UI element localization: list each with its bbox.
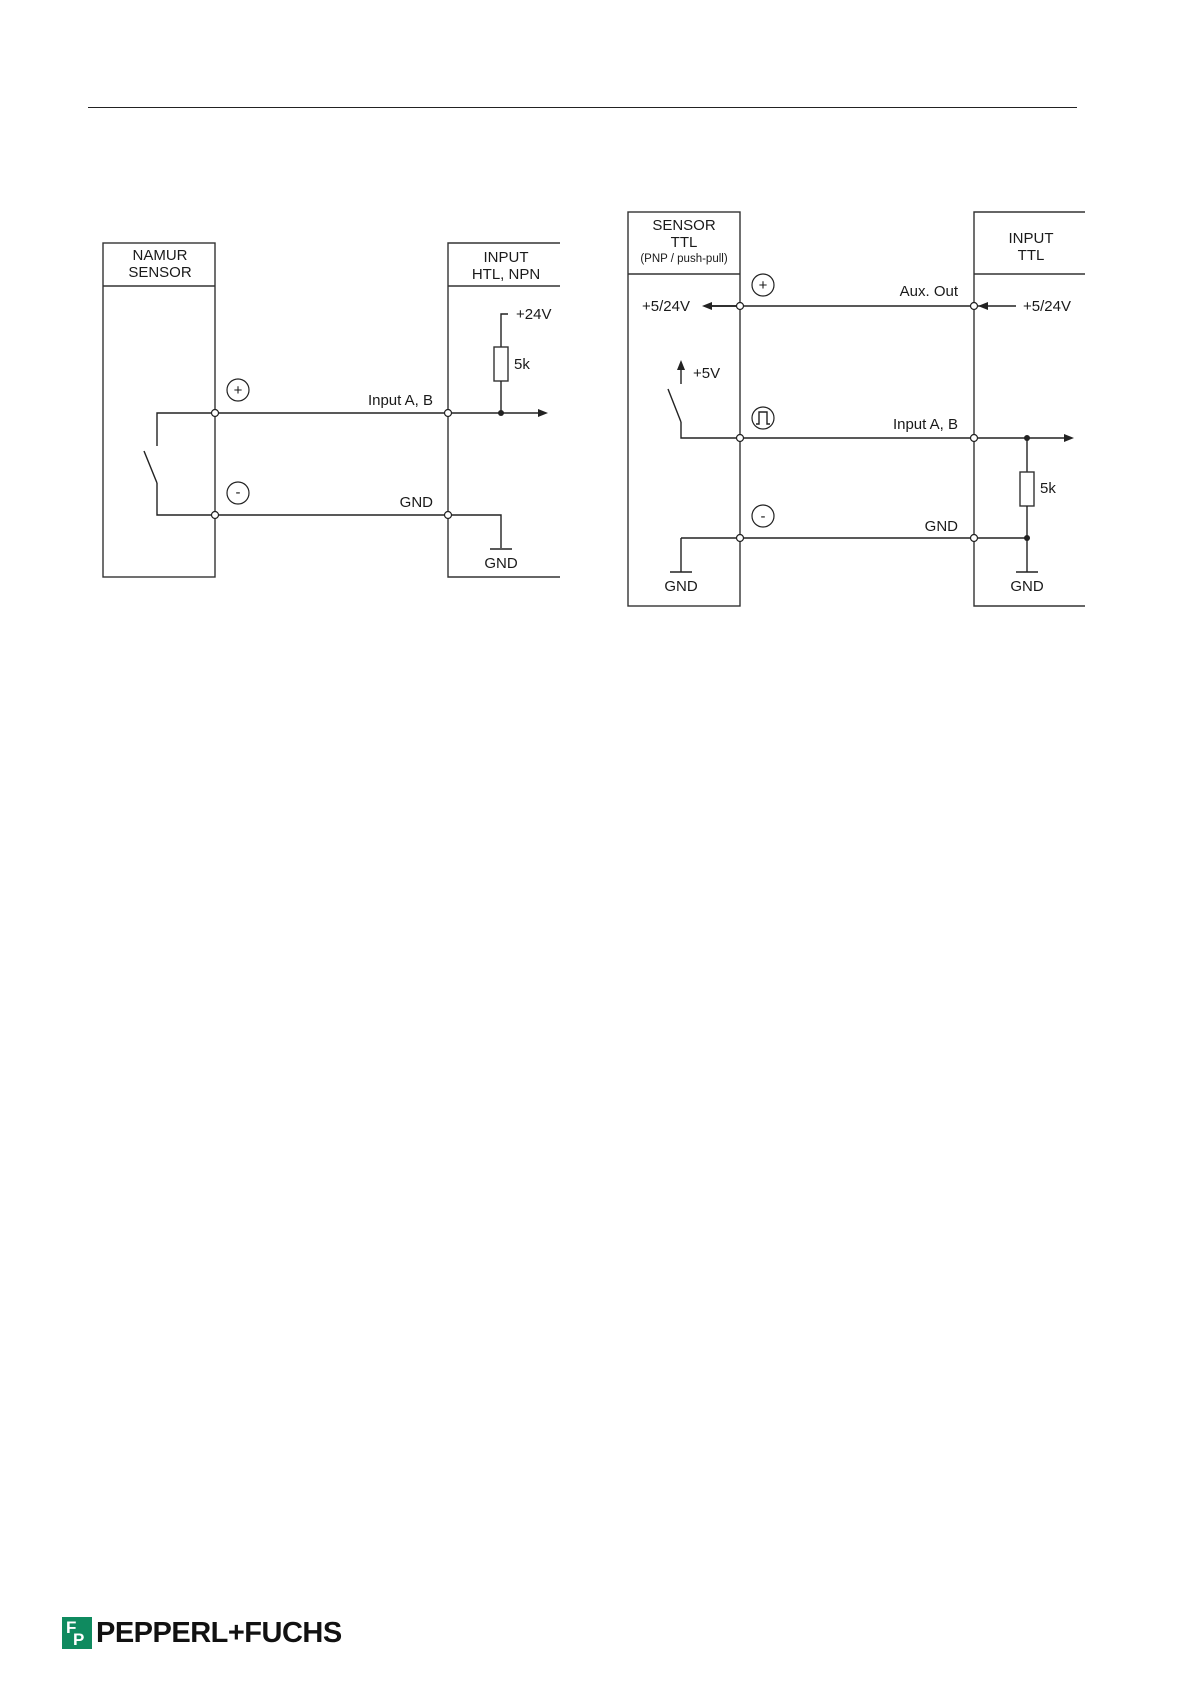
ttl-sensor-box	[628, 212, 740, 606]
ttl-input-box	[974, 212, 1085, 606]
ttl-sensor-title-2: TTL	[671, 234, 698, 251]
htl-input-box	[448, 243, 560, 577]
htl-input-title-2: HTL, NPN	[472, 266, 540, 283]
plus-symbol: +	[234, 382, 243, 399]
ttl-sensor-title-1: SENSOR	[652, 217, 716, 234]
resistor-label: 5k	[514, 356, 530, 373]
ttl-gnd-right-label: GND	[1010, 578, 1044, 595]
pulldown-resistor	[1020, 472, 1034, 506]
brand-name: PEPPERL+FUCHS	[96, 1617, 342, 1650]
namur-sensor-title-2: SENSOR	[128, 264, 192, 281]
ttl-gnd-left-label: GND	[664, 578, 698, 595]
ttl-sensor-subtitle: (PNP / push-pull)	[640, 253, 728, 265]
gnd-line-label: GND	[400, 494, 434, 511]
ttl-gnd-line-label: GND	[925, 518, 959, 535]
ttl-plus-symbol: +	[759, 277, 768, 294]
namur-wiring-diagram: NAMUR SENSOR INPUT HTL, NPN Input A, B G…	[0, 0, 600, 620]
pullup-resistor	[494, 347, 508, 381]
ttl-input-title-1: INPUT	[1009, 230, 1054, 247]
htl-input-title-1: INPUT	[484, 249, 529, 266]
ttl-minus-symbol: -	[761, 508, 766, 525]
ttl-wiring-diagram: SENSOR TTL (PNP / push-pull) INPUT TTL +…	[600, 0, 1191, 640]
minus-symbol: -	[236, 484, 241, 501]
vcc-label: +5V	[693, 365, 720, 382]
ttl-resistor-label: 5k	[1040, 480, 1056, 497]
namur-sensor-title-1: NAMUR	[133, 247, 188, 264]
logo-mark-icon: F P	[62, 1617, 92, 1649]
namur-sensor-box	[103, 243, 215, 577]
supply-left-label: +5/24V	[642, 298, 690, 315]
brand-logo: F P PEPPERL+FUCHS	[62, 1615, 342, 1651]
aux-out-label: Aux. Out	[900, 283, 959, 300]
signal-label: Input A, B	[368, 392, 433, 409]
ttl-signal-label: Input A, B	[893, 416, 958, 433]
ttl-input-title-2: TTL	[1018, 247, 1045, 264]
plus24-label: +24V	[516, 306, 551, 323]
supply-right-label: +5/24V	[1023, 298, 1071, 315]
gnd-bottom-label: GND	[484, 555, 518, 572]
